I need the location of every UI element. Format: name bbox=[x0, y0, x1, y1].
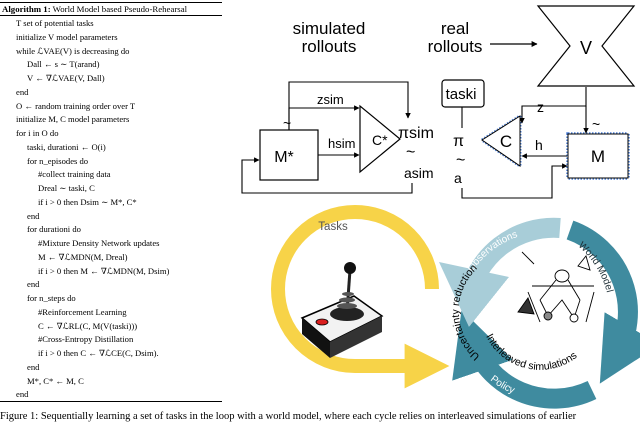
algorithm-line: end bbox=[16, 86, 29, 97]
algorithm-line: if i > 0 then C ← ∇ℒCE(C, Dsim). bbox=[38, 348, 159, 358]
algorithm-line: T set of potential tasks bbox=[16, 18, 94, 28]
algorithm-line: #Mixture Density Network updates bbox=[38, 238, 160, 248]
task-label: taski bbox=[446, 86, 477, 103]
action-to-m-arrow bbox=[461, 163, 568, 199]
algorithm-title-rule bbox=[0, 15, 222, 16]
world-model-arc bbox=[566, 220, 640, 384]
algorithm-line: if i > 0 then Dsim ∼ M*, C* bbox=[38, 196, 137, 207]
real-rollouts-label-line1: real bbox=[441, 19, 469, 38]
world-model-diagram: simulated rollouts M* C* πsim ~ asim zsi… bbox=[241, 5, 640, 409]
algorithm-line: end bbox=[27, 210, 40, 221]
algorithm-line: if i > 0 then M ← ∇ℒMDN(M, Dsim) bbox=[38, 265, 170, 276]
tasks-label: Tasks bbox=[318, 221, 348, 233]
z-sim-arrow bbox=[288, 105, 360, 130]
algorithm-line: end bbox=[27, 279, 40, 290]
algorithm-line: for n_episodes do bbox=[27, 155, 89, 166]
m-star-label: M* bbox=[274, 149, 294, 166]
world-model-cycle: Observations World Model Policy Uncertai… bbox=[439, 217, 640, 409]
algorithm-title-row: Algorithm 1: World Model based Pseudo-Re… bbox=[2, 4, 187, 14]
m-label: M bbox=[591, 147, 605, 166]
v-label: V bbox=[580, 38, 592, 58]
real-rollouts-label-line2: rollouts bbox=[428, 37, 483, 56]
a-label: a bbox=[454, 170, 462, 186]
z-label: z bbox=[537, 99, 544, 115]
c-star-triangle bbox=[359, 104, 401, 174]
m-box bbox=[567, 133, 629, 179]
algorithm-box: Algorithm 1: World Model based Pseudo-Re… bbox=[0, 0, 222, 410]
algorithm-line: while ℒVAE(V) is decreasing do bbox=[16, 45, 130, 56]
algorithm-line: for durationi do bbox=[27, 224, 81, 235]
tilde-m-star: ~ bbox=[283, 115, 291, 131]
algorithm-line: end bbox=[27, 361, 40, 372]
h-sim-label: hsim bbox=[328, 136, 355, 151]
world-model-sketch-icon bbox=[517, 251, 595, 323]
algorithm-title: World Model based Pseudo-Rehearsal bbox=[52, 4, 188, 14]
algorithm-line: for i in O do bbox=[16, 128, 59, 138]
pi-label: π bbox=[453, 133, 464, 150]
z-arrow bbox=[519, 87, 587, 124]
algorithm-top-rule bbox=[0, 2, 222, 3]
algorithm-line: for n_steps do bbox=[27, 293, 76, 303]
tasks-cycle: Tasks bbox=[271, 205, 450, 389]
algorithm-line: #collect training data bbox=[38, 169, 111, 180]
algorithm-line: M*, C* ← M, C bbox=[27, 375, 84, 386]
c-triangle bbox=[481, 115, 521, 167]
algorithm-line: initialize V model parameters bbox=[16, 31, 118, 42]
c-star-label: C* bbox=[372, 132, 388, 148]
algorithm-bottom-rule bbox=[0, 401, 222, 402]
algorithm-line: Dall ← s ∼ T(arand) bbox=[27, 59, 100, 70]
figure-caption: Figure 1: Sequentially learning a set of… bbox=[0, 411, 577, 422]
algorithm-line: C ← ∇ℒRL(C, M(V(taski))) bbox=[38, 320, 138, 331]
algorithm-number: Algorithm 1: bbox=[2, 4, 51, 14]
algorithm-line: Dreal ∼ taski, C bbox=[38, 183, 95, 193]
algorithm-line: initialize M, C model parameters bbox=[16, 114, 130, 125]
v-autoencoder-shape bbox=[536, 5, 636, 87]
algorithm-line: end bbox=[16, 389, 29, 400]
tilde-sim: ~ bbox=[406, 144, 415, 161]
figure-panel: simulated rollouts M* C* πsim ~ asim zsi… bbox=[222, 0, 640, 410]
task-box bbox=[441, 79, 485, 108]
tilde-m: ~ bbox=[592, 116, 600, 132]
real-loop: real rollouts V taski C M π ~ a z h ~ bbox=[428, 5, 636, 199]
algorithm-line: taski, durationi ← O(i) bbox=[27, 141, 106, 152]
simulated-rollouts-label-line1: simulated bbox=[293, 19, 366, 38]
m-star-box bbox=[259, 129, 319, 181]
z-sim-label: zsim bbox=[317, 92, 344, 107]
algorithm-line: #Reinforcement Learning bbox=[38, 306, 127, 317]
tilde-real: ~ bbox=[456, 152, 465, 169]
pi-sim-label: πsim bbox=[398, 125, 434, 142]
algorithm-line: #Cross-Entropy Distillation bbox=[38, 334, 134, 345]
policy-arc bbox=[452, 309, 597, 409]
c-label: C bbox=[500, 132, 512, 151]
algorithm-line: V ← ∇ℒVAE(V, Dall) bbox=[27, 73, 105, 83]
algorithm-line: O ← random training order over T bbox=[16, 100, 136, 111]
rollouts-loop-arrow bbox=[288, 81, 411, 130]
observations-arrow bbox=[439, 262, 509, 327]
simulated-loop: simulated rollouts M* C* πsim ~ asim zsi… bbox=[241, 19, 434, 194]
algorithm-line: M ← ∇ℒMDN(M, Dreal) bbox=[38, 251, 128, 262]
action-feedback-arrow bbox=[241, 157, 413, 194]
simulated-rollouts-label-line2: rollouts bbox=[302, 37, 357, 56]
h-label: h bbox=[535, 137, 543, 153]
tasks-ring bbox=[271, 205, 439, 373]
a-sim-label: asim bbox=[404, 165, 434, 181]
joystick-icon bbox=[300, 262, 384, 358]
